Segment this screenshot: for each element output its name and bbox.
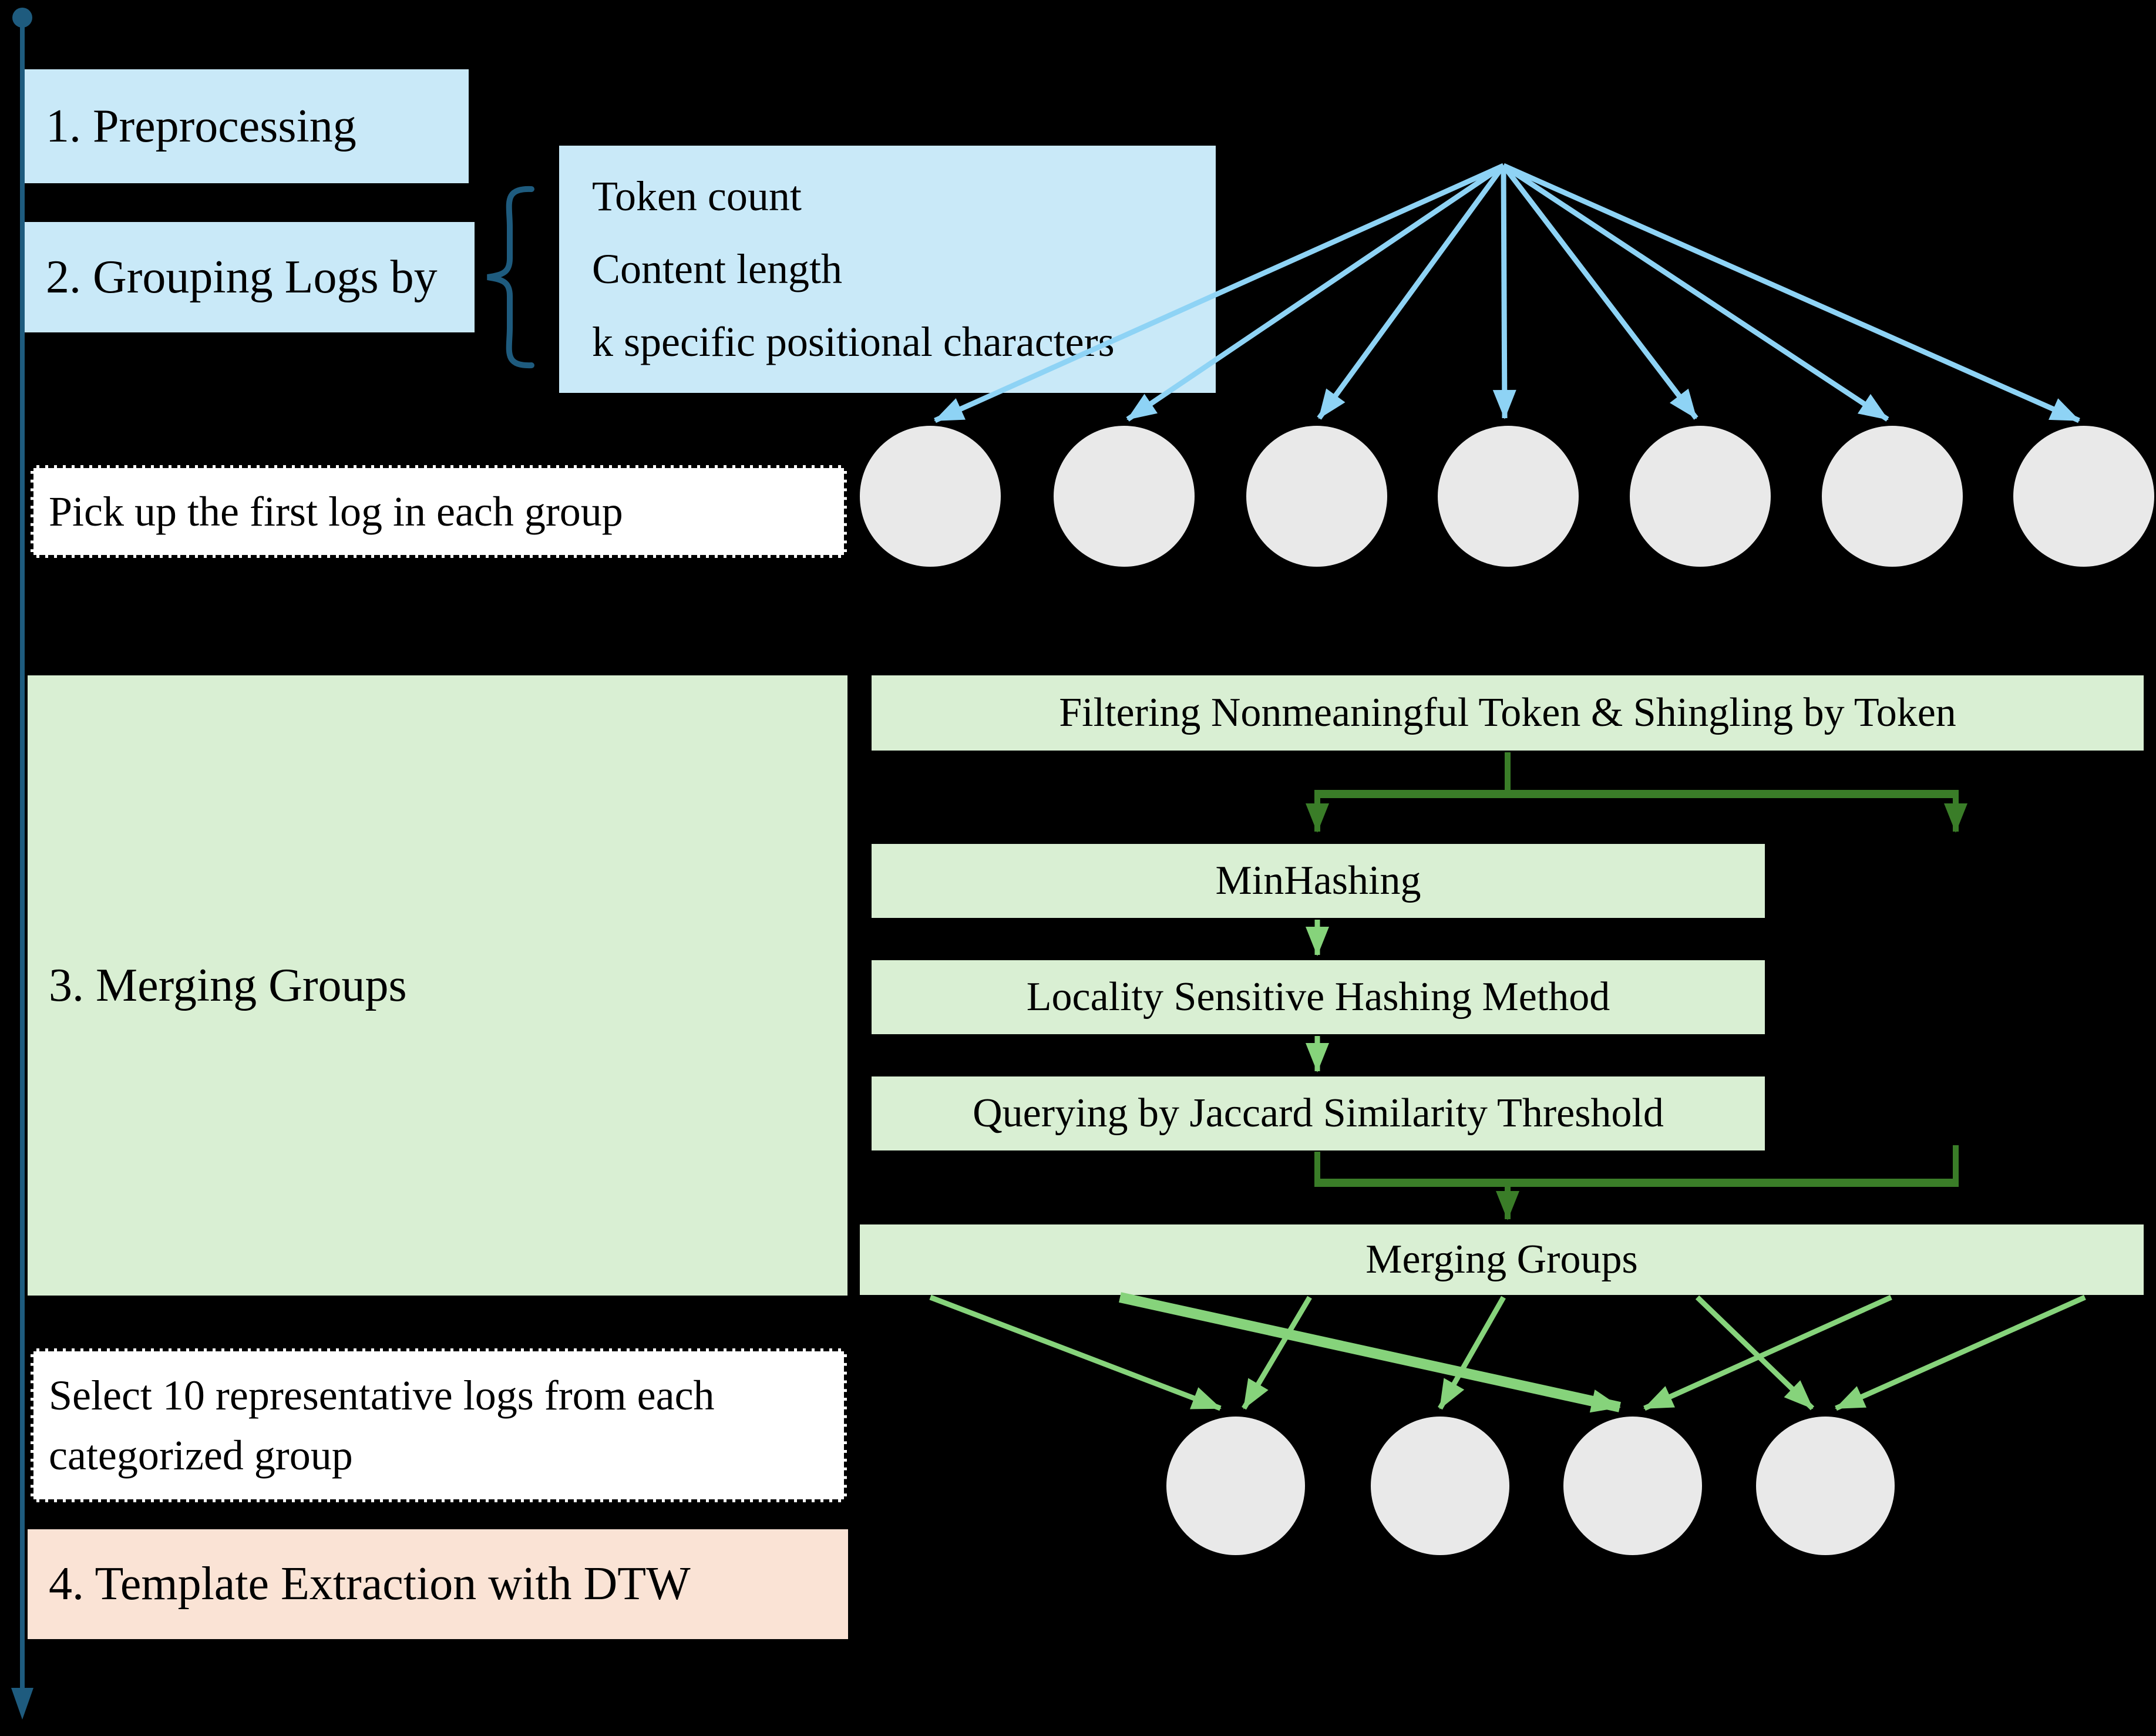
grouping-criteria-box: Token count Content length k specific po… [559, 146, 1216, 393]
merging-result-arrows [929, 1292, 2086, 1413]
merged-group-circle-1 [1166, 1417, 1305, 1555]
split-connector-bottom [1314, 1145, 1959, 1220]
step-preprocessing-label: 1. Preprocessing [46, 100, 356, 152]
timeline-arrowhead-icon [11, 1688, 33, 1720]
fan-arrow-4 [1492, 165, 1516, 419]
criteria-positional-characters: k specific positional characters [592, 318, 1115, 366]
merged-group-circle-2 [1371, 1417, 1509, 1555]
brace-icon [487, 186, 534, 369]
note-select-representative: Select 10 representative logs from each … [31, 1348, 847, 1502]
pipeline-minhashing-label: MinHashing [1215, 858, 1421, 903]
merging-groups-panel: 3. Merging Groups [28, 675, 847, 1296]
merged-group-circle-3 [1563, 1417, 1702, 1555]
pipeline-box-querying: Querying by Jaccard Similarity Threshold [872, 1076, 1765, 1150]
pipeline-box-minhashing: MinHashing [872, 844, 1765, 918]
split-connector-top [1306, 752, 1967, 833]
pipeline-querying-label: Querying by Jaccard Similarity Threshold [973, 1091, 1664, 1136]
merge-arrow-7 [1835, 1294, 2086, 1411]
pipeline-merge-label: Merging Groups [1365, 1237, 1638, 1282]
log-group-circle-1 [860, 426, 1001, 567]
criteria-token-count: Token count [592, 172, 802, 220]
step-box-template-extraction: 4. Template Extraction with DTW [28, 1529, 848, 1639]
note-pick-first-log: Pick up the first log in each group [31, 465, 847, 558]
log-group-circle-7 [2013, 426, 2154, 567]
log-group-circle-5 [1630, 426, 1771, 567]
merged-group-circles [1166, 1417, 1895, 1555]
merge-arrow-6 [1643, 1294, 1892, 1411]
log-group-circles [860, 426, 2154, 567]
log-group-circle-3 [1246, 426, 1387, 567]
step-box-preprocessing: 1. Preprocessing [25, 69, 469, 183]
fan-arrow-6 [1502, 163, 1889, 422]
merge-arrow-1 [929, 1294, 1222, 1411]
pipeline-box-lsh: Locality Sensitive Hashing Method [872, 960, 1765, 1034]
merge-arrow-3 [1242, 1296, 1312, 1410]
step-template-extraction-label: 4. Template Extraction with DTW [49, 1558, 691, 1610]
step-grouping-label: 2. Grouping Logs by [46, 251, 438, 303]
step-merging-label: 3. Merging Groups [49, 959, 407, 1011]
pipeline-filtering-label: Filtering Nonmeaningful Token & Shinglin… [1059, 690, 1956, 735]
fan-arrow-7 [1502, 163, 2080, 423]
note-pick-first-log-label: Pick up the first log in each group [49, 487, 623, 535]
fan-arrow-5 [1501, 164, 1698, 420]
log-group-circle-6 [1822, 426, 1963, 567]
merge-arrow-4 [1438, 1296, 1506, 1410]
log-group-circle-4 [1438, 426, 1579, 567]
criteria-content-length: Content length [592, 245, 842, 292]
timeline-dot [12, 8, 32, 28]
note-select-representative-label: Select 10 representative logs from each … [49, 1371, 715, 1479]
step-box-grouping: 2. Grouping Logs by [25, 222, 475, 332]
merged-group-circle-4 [1756, 1417, 1895, 1555]
pipeline-box-filtering: Filtering Nonmeaningful Token & Shinglin… [872, 675, 2144, 751]
fan-arrow-3 [1317, 164, 1506, 420]
merge-arrow-5 [1695, 1295, 1815, 1411]
merge-arrow-2-thick [1119, 1292, 1621, 1413]
pipeline-lsh-label: Locality Sensitive Hashing Method [1026, 974, 1610, 1020]
pipeline-box-merging-groups: Merging Groups [860, 1224, 2144, 1295]
log-group-circle-2 [1054, 426, 1195, 567]
